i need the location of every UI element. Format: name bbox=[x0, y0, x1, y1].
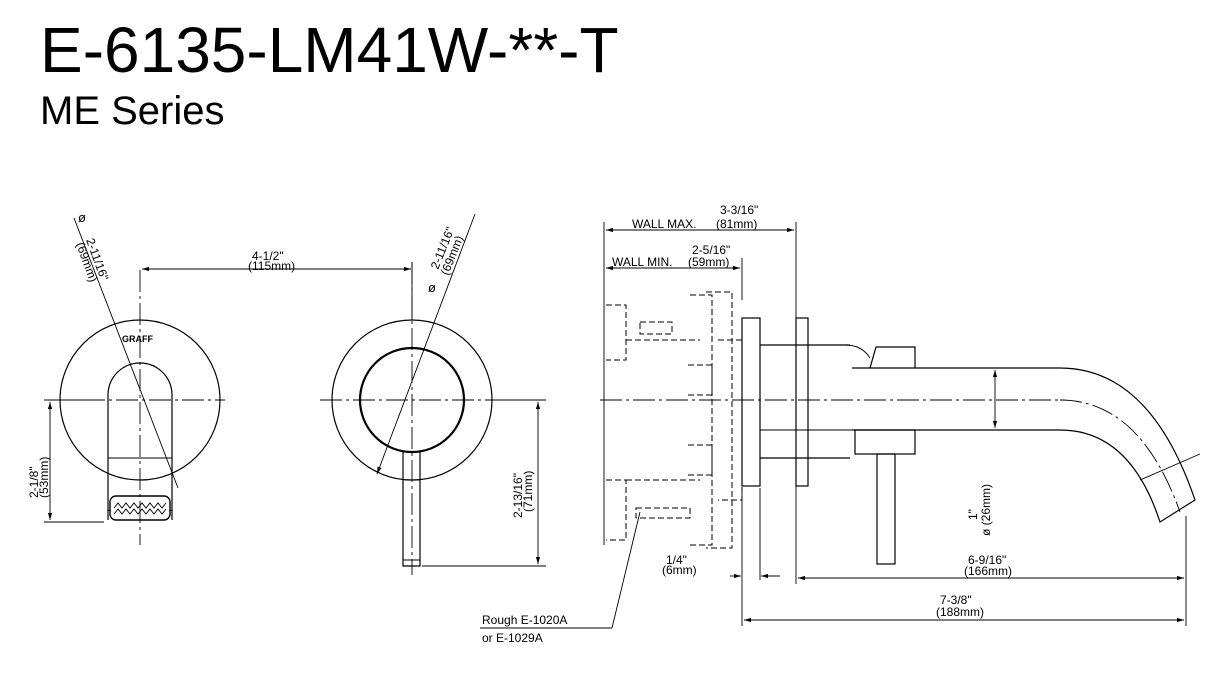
wall-max-mm: (81mm) bbox=[716, 217, 757, 231]
spout-dia-mm: ø (26mm) bbox=[979, 484, 993, 536]
center-spacing-dimension: 4-1/2" (115mm) bbox=[142, 249, 413, 320]
wall-max-in: 3-3/16" bbox=[720, 203, 758, 217]
plate-mm: (6mm) bbox=[662, 563, 697, 577]
drawing-subtitle: ME Series bbox=[40, 89, 225, 133]
wall-max-label: WALL MAX. bbox=[632, 217, 696, 231]
handle-height-mm: (71mm) bbox=[521, 471, 535, 512]
rough-valve-hidden bbox=[606, 291, 743, 549]
lever-side bbox=[876, 453, 896, 565]
rough-line2: or E-1029A bbox=[482, 631, 543, 645]
side-view: WALL MAX. 3-3/16" (81mm) WALL MIN. 2-5/1… bbox=[480, 203, 1201, 645]
spout-diameter-leader bbox=[73, 217, 179, 489]
reach-in: 6-9/16" bbox=[968, 553, 1006, 567]
plate-in: 1/4" bbox=[666, 553, 687, 567]
drawing-title: E-6135-LM41W-**-T bbox=[40, 14, 619, 86]
handle-diameter-leader bbox=[376, 213, 476, 475]
handle-height-in: 2-13/16" bbox=[511, 473, 525, 518]
handle-base bbox=[869, 346, 916, 369]
total-mm: (188mm) bbox=[936, 605, 984, 619]
finished-wall bbox=[795, 317, 809, 487]
handle-lever bbox=[402, 452, 421, 567]
wall-min-in: 2-5/16" bbox=[692, 243, 730, 257]
spout-height-in: 2-1/8" bbox=[27, 466, 41, 498]
lever-hub bbox=[854, 429, 916, 455]
spacing-in: 4-1/2" bbox=[252, 249, 284, 263]
diameter-symbol: ø bbox=[78, 210, 86, 225]
diameter-symbol-2: ø bbox=[428, 280, 436, 295]
spout bbox=[852, 367, 1196, 523]
reach-mm: (166mm) bbox=[964, 564, 1012, 578]
spacing-mm: (115mm) bbox=[248, 259, 295, 273]
rough-line1: Rough E-1020A bbox=[482, 613, 567, 627]
wall-min-label: WALL MIN. bbox=[612, 255, 672, 269]
spout-dia-in: 1" bbox=[966, 509, 980, 520]
spout-front-view: GRAFF ø 2-11/16" (69mm) 2-1/8" (53mm) bbox=[27, 210, 225, 545]
spout-height-mm: (53mm) bbox=[37, 457, 51, 498]
total-in: 7-3/8" bbox=[940, 593, 972, 607]
handle-front-view: ø 2-11/16" (69mm) 2-13/16" (71mm) bbox=[320, 213, 546, 575]
brand-logo: GRAFF bbox=[122, 334, 153, 344]
rough-leader bbox=[611, 511, 641, 629]
wall-plate bbox=[741, 317, 761, 487]
wall-min-mm: (59mm) bbox=[688, 255, 729, 269]
